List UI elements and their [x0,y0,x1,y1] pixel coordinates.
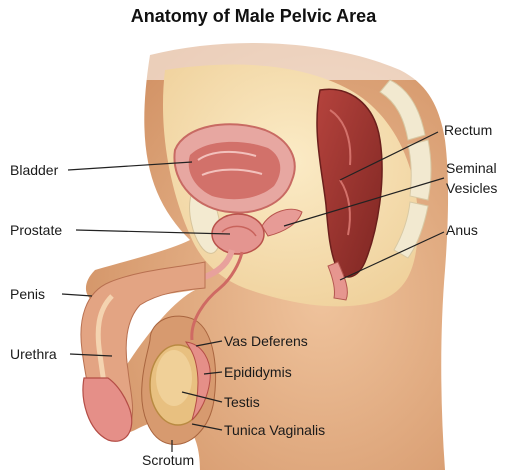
label-testis: Testis [224,394,260,410]
label-rectum: Rectum [444,122,492,138]
label-scrotum: Scrotum [142,452,194,468]
label-epididymis: Epididymis [224,364,292,380]
label-tunica-vaginalis: Tunica Vaginalis [224,422,325,438]
label-prostate: Prostate [10,222,62,238]
label-urethra: Urethra [10,346,57,362]
label-vas-deferens: Vas Deferens [224,333,308,349]
label-seminal-vesicles-line2: Vesicles [446,180,497,196]
label-bladder: Bladder [10,162,58,178]
label-seminal-vesicles-line1: Seminal [446,160,497,176]
label-penis: Penis [10,286,45,302]
label-anus: Anus [446,222,478,238]
